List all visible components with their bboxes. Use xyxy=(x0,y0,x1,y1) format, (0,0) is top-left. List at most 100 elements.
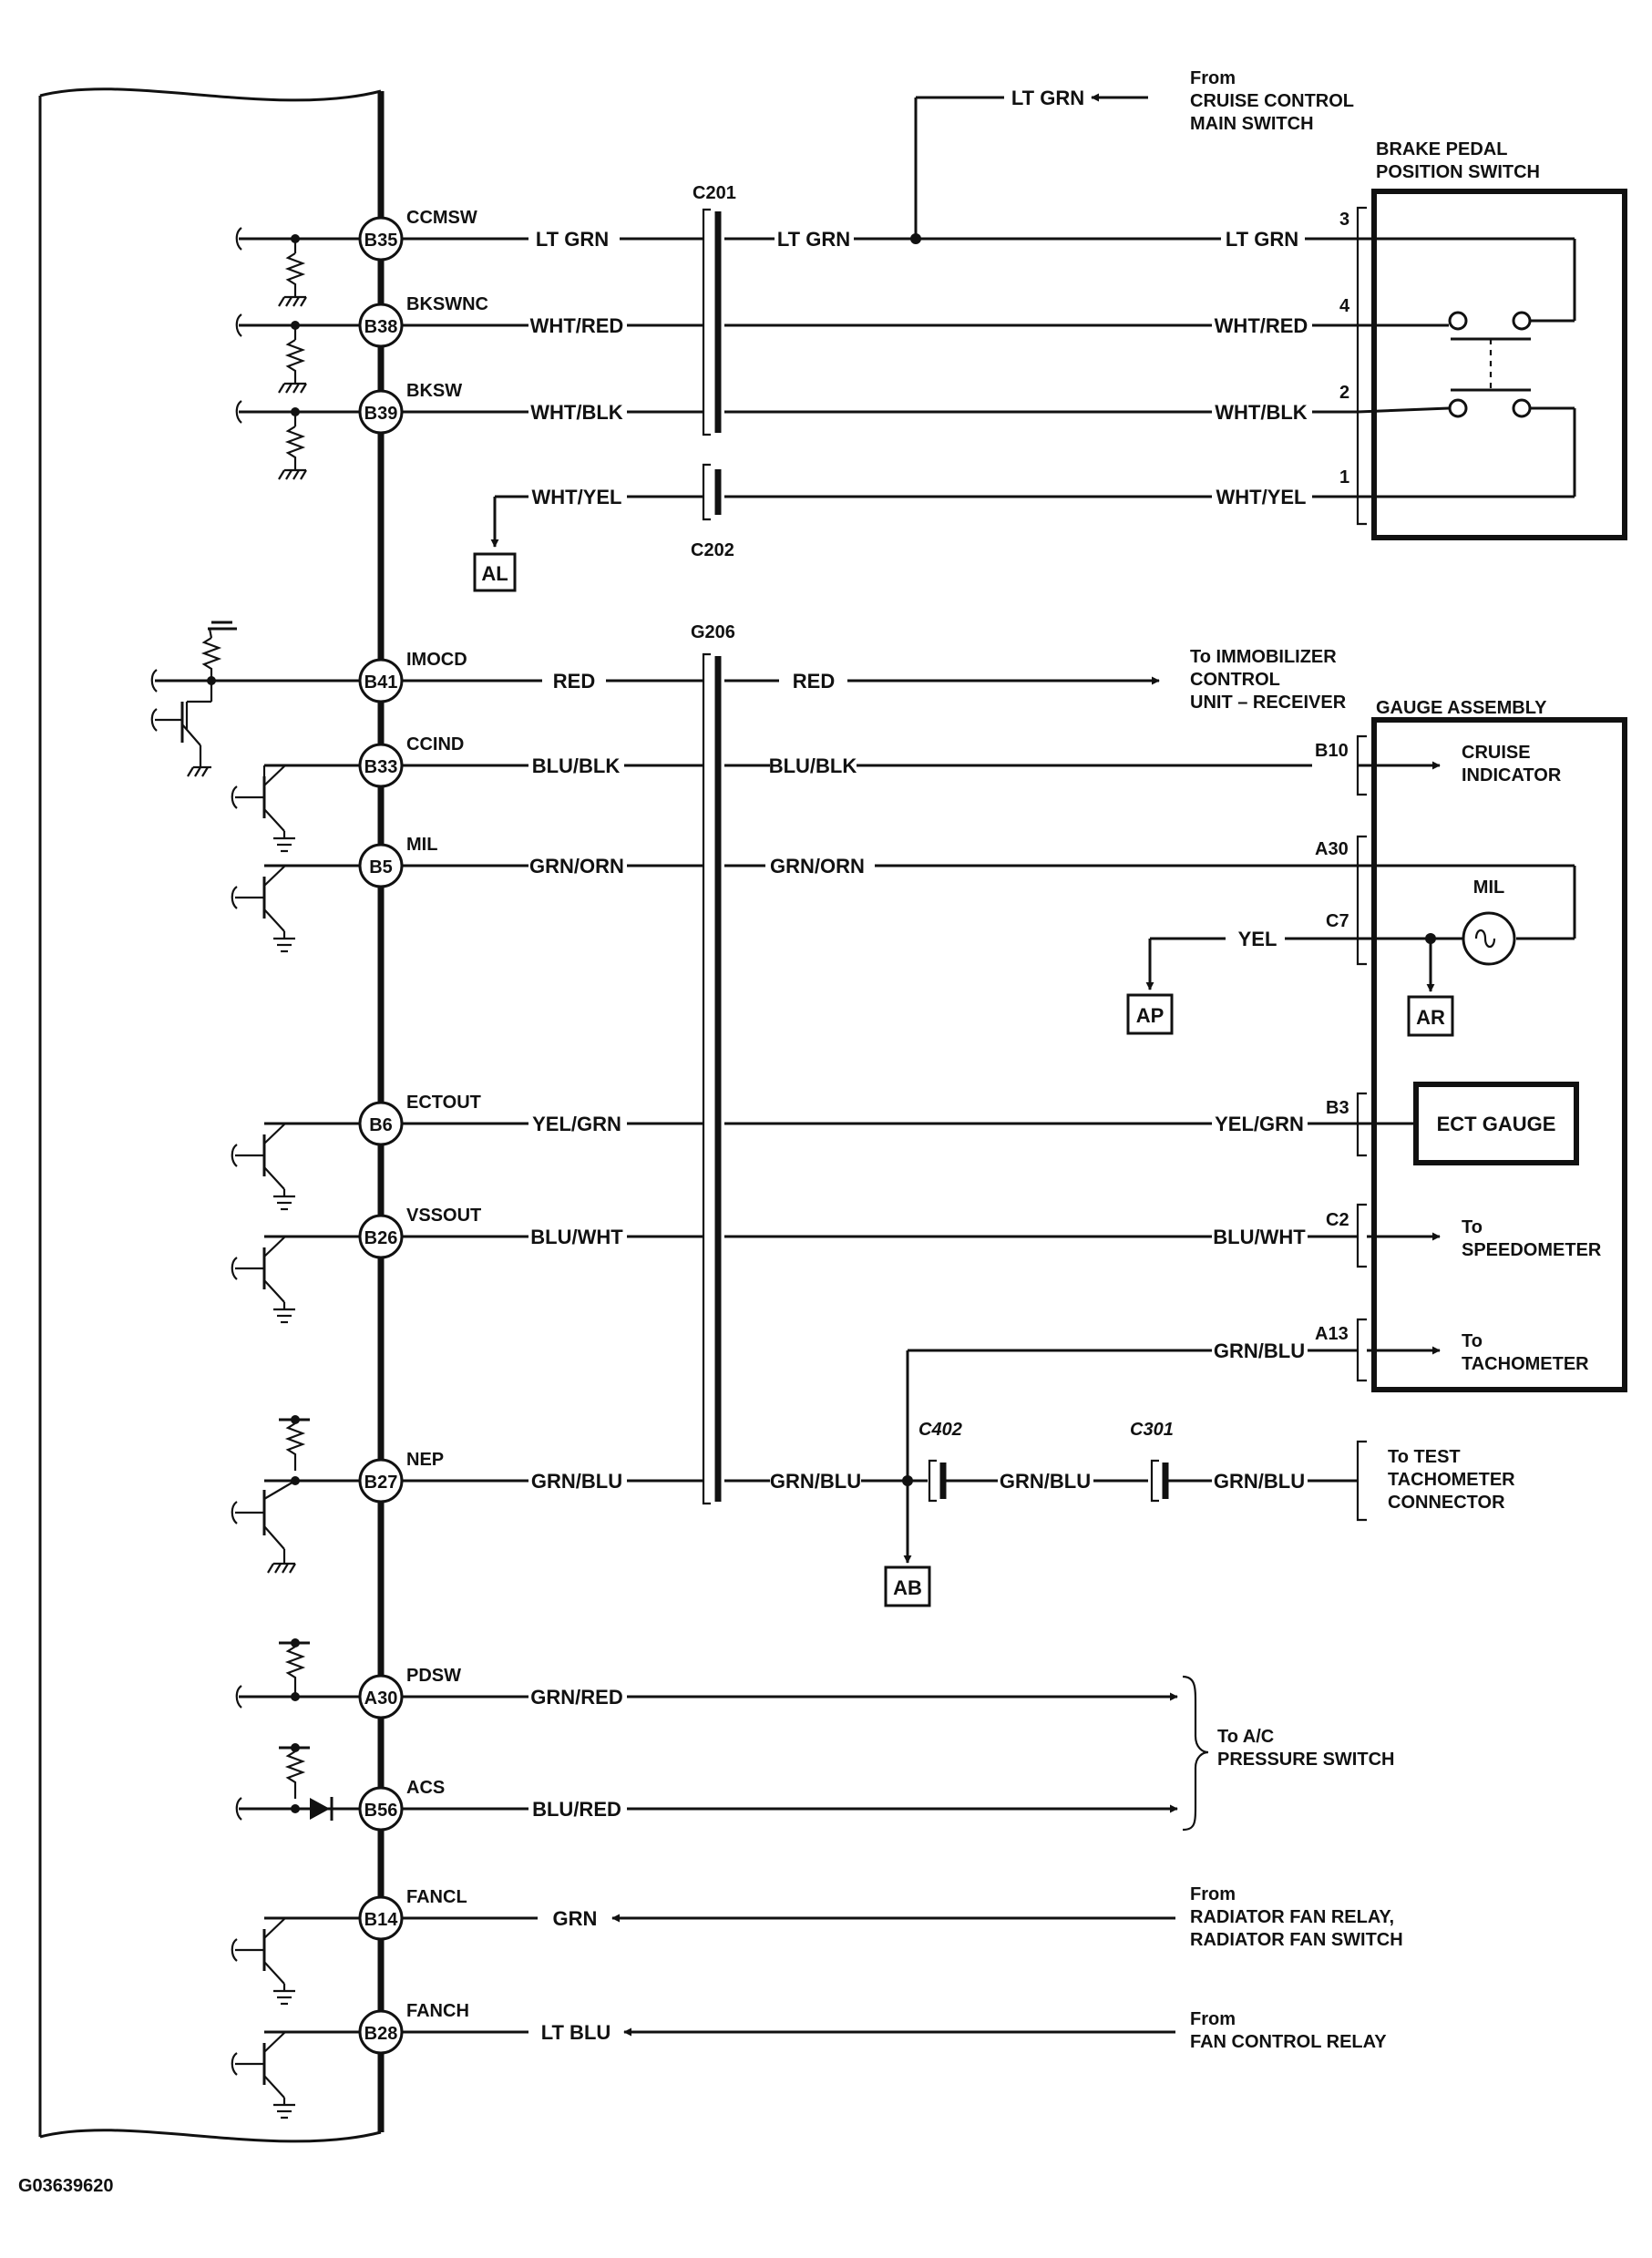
ref-al: AL xyxy=(481,562,508,585)
row-b38 xyxy=(235,313,1358,394)
wire-b28: LT BLU xyxy=(541,2021,611,2044)
pin-b56 xyxy=(358,1786,404,1832)
signal-imocd: IMOCD xyxy=(406,650,467,670)
wire-b35-left: LT GRN xyxy=(536,228,609,251)
pin-b38-label: B38 xyxy=(364,317,398,337)
gauge-assembly-title: GAUGE ASSEMBLY xyxy=(1376,698,1547,718)
fan-relay-switch-l3: RADIATOR FAN SWITCH xyxy=(1190,1930,1403,1950)
row-yel xyxy=(1145,937,1358,990)
signal-bkswnc: BKSWNC xyxy=(406,294,488,314)
signal-ccmsw: CCMSW xyxy=(406,208,477,228)
pin-b6 xyxy=(358,1101,404,1146)
wire-b35-mid: LT GRN xyxy=(777,228,850,251)
signal-bksw: BKSW xyxy=(406,381,462,401)
pin-b14-label: B14 xyxy=(364,1910,399,1930)
gauge-pin-c7: C7 xyxy=(1326,911,1349,931)
row-b28 xyxy=(231,2027,1175,2119)
figure-id: G03639620 xyxy=(18,2176,114,2196)
c201-label: C201 xyxy=(693,183,736,203)
wire-b33-left: BLU/BLK xyxy=(532,754,621,777)
ect-gauge-label: ECT GAUGE xyxy=(1437,1113,1556,1135)
wire-b35-right: LT GRN xyxy=(1226,228,1298,251)
signal-acs: ACS xyxy=(406,1778,445,1798)
c202-label: C202 xyxy=(691,540,734,560)
wire-b27-c301: GRN/BLU xyxy=(1214,1470,1305,1493)
pin-b38 xyxy=(358,303,404,348)
wire-wht-yel-left: WHT/YEL xyxy=(532,486,622,508)
test-tach-l3: CONNECTOR xyxy=(1388,1493,1505,1513)
wire-b39-right: WHT/BLK xyxy=(1215,401,1308,424)
pin-b56-label: B56 xyxy=(364,1801,398,1821)
row-b56 xyxy=(235,1743,1178,1821)
wire-b26-left: BLU/WHT xyxy=(530,1226,623,1248)
pin-b39 xyxy=(358,389,404,435)
signal-ectout: ECTOUT xyxy=(406,1093,481,1113)
c402-label: C402 xyxy=(918,1420,962,1440)
ref-ar: AR xyxy=(1416,1006,1445,1029)
ref-ab: AB xyxy=(893,1576,922,1599)
wire-cruise-main: LT GRN xyxy=(1011,87,1084,109)
row-b6 xyxy=(231,1122,1358,1211)
cruise-source-l1: From xyxy=(1190,68,1236,88)
gauge-pin-a30: A30 xyxy=(1315,839,1349,859)
pin-b35-label: B35 xyxy=(364,231,398,251)
wire-b5-left: GRN/ORN xyxy=(529,855,624,878)
mil-label: MIL xyxy=(1473,878,1504,898)
wire-b5-right: GRN/ORN xyxy=(770,855,865,878)
gauge-pin-b3: B3 xyxy=(1326,1098,1349,1118)
ac-switch-l1: To A/C xyxy=(1217,1727,1274,1747)
pin-b28-label: B28 xyxy=(364,2024,398,2044)
brake-pin-3: 3 xyxy=(1339,210,1349,230)
pin-a30 xyxy=(358,1674,404,1719)
pin-b33-label: B33 xyxy=(364,757,398,777)
test-tach-l2: TACHOMETER xyxy=(1388,1470,1515,1490)
row-b27 xyxy=(231,1415,1367,1574)
cruise-indicator-l2: INDICATOR xyxy=(1462,765,1562,785)
ac-brace xyxy=(1182,1675,1209,1832)
row-b26 xyxy=(231,1235,1358,1324)
pin-b14 xyxy=(358,1895,404,1941)
row-b35 xyxy=(235,93,1358,307)
ref-al-box xyxy=(473,552,517,592)
pin-b35 xyxy=(358,216,404,262)
signal-fancl: FANCL xyxy=(406,1887,467,1907)
cruise-source-l2: CRUISE CONTROL xyxy=(1190,91,1354,111)
brake-switch-body xyxy=(1356,189,1627,540)
brake-switch-title-2: POSITION SWITCH xyxy=(1376,162,1540,182)
row-b41 xyxy=(150,621,1160,777)
test-tach-l1: To TEST xyxy=(1388,1447,1461,1467)
wire-b38-right: WHT/RED xyxy=(1215,314,1308,337)
pin-b28 xyxy=(358,2009,404,2055)
pin-b41 xyxy=(358,658,404,703)
wire-b6-right: YEL/GRN xyxy=(1215,1113,1304,1135)
brake-switch-title-1: BRAKE PEDAL xyxy=(1376,139,1507,159)
wire-b27-left: GRN/BLU xyxy=(531,1470,622,1493)
pin-b27-label: B27 xyxy=(364,1473,398,1493)
row-b33 xyxy=(231,764,1367,853)
signal-nep: NEP xyxy=(406,1450,444,1470)
speedometer-l1: To xyxy=(1462,1217,1483,1237)
wire-b26-right: BLU/WHT xyxy=(1213,1226,1306,1248)
row-b39 xyxy=(235,400,1358,480)
brake-pin-4: 4 xyxy=(1339,296,1350,316)
ref-ap-box xyxy=(1126,993,1174,1035)
cruise-source-l3: MAIN SWITCH xyxy=(1190,114,1314,134)
row-b14 xyxy=(231,1914,1175,2006)
wire-yel: YEL xyxy=(1238,928,1277,950)
wire-b6-left: YEL/GRN xyxy=(532,1113,621,1135)
fan-control-relay-l1: From xyxy=(1190,2009,1236,2029)
signal-fanch: FANCH xyxy=(406,2001,469,2021)
row-b5 xyxy=(231,864,1358,953)
cruise-indicator-l1: CRUISE xyxy=(1462,743,1531,763)
row-a30 xyxy=(235,1638,1178,1709)
pin-b5-label: B5 xyxy=(369,857,393,878)
row-a13 xyxy=(906,1349,1358,1481)
wire-a13: GRN/BLU xyxy=(1214,1339,1305,1362)
pin-b41-label: B41 xyxy=(364,672,398,693)
immobilizer-l1: To IMMOBILIZER xyxy=(1190,647,1337,667)
fan-control-relay-l2: FAN CONTROL RELAY xyxy=(1190,2032,1387,2052)
wire-b39-left: WHT/BLK xyxy=(530,401,623,424)
brake-pin-1: 1 xyxy=(1339,467,1349,488)
